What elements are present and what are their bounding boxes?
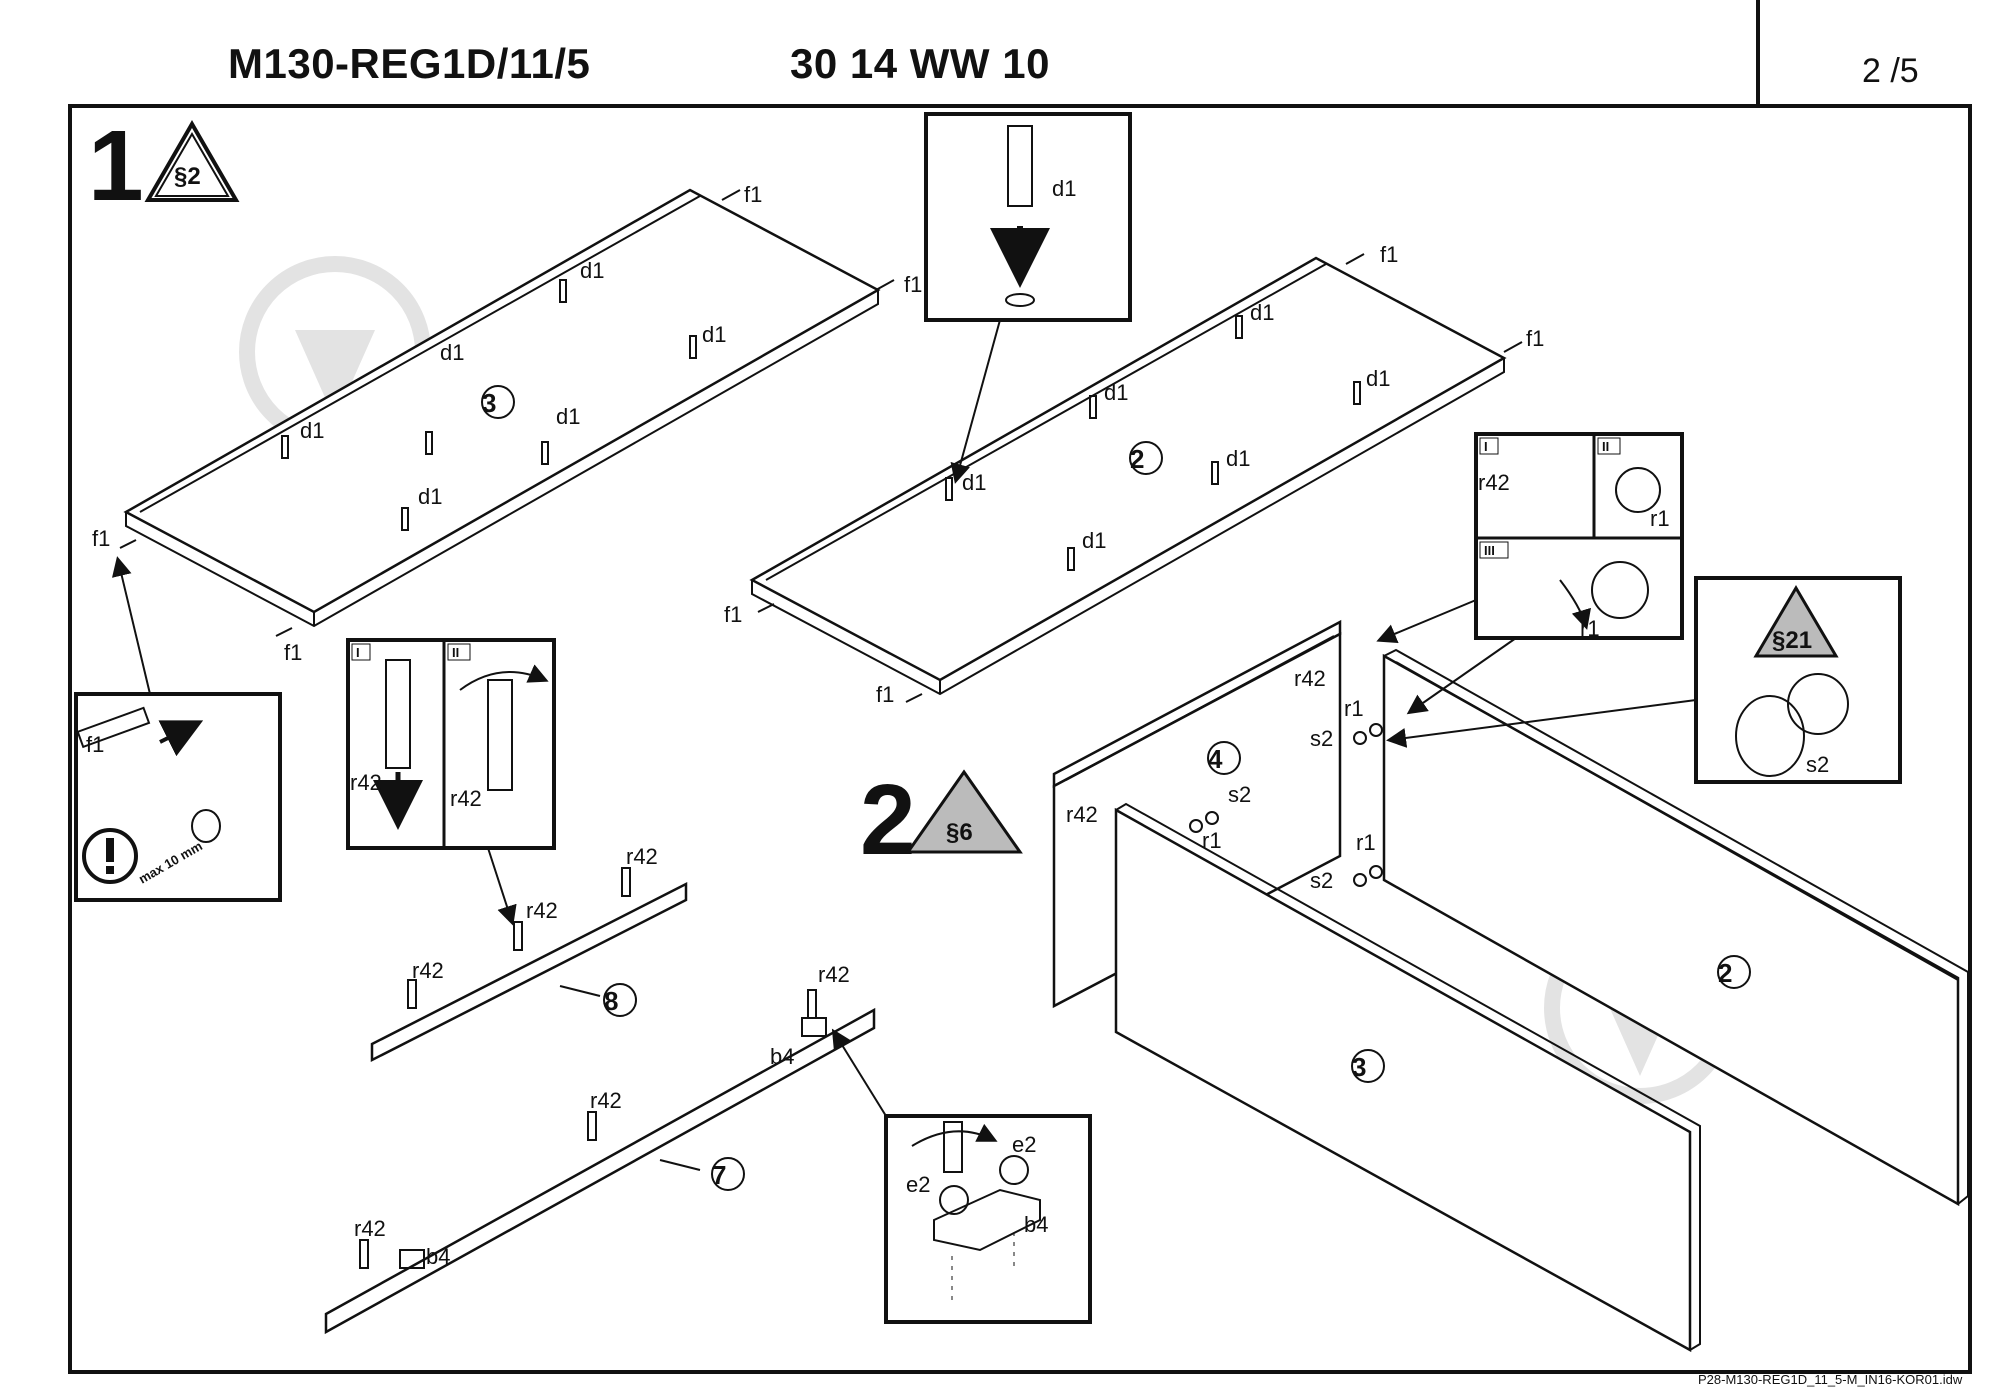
label-r42: r42 <box>450 786 482 811</box>
label-f1: f1 <box>724 602 742 627</box>
detail-box-r42 <box>346 638 556 850</box>
label-f1: f1 <box>1526 326 1544 351</box>
label-f1: f1 <box>1380 242 1398 267</box>
step-number: 1 <box>88 110 144 222</box>
label-s2: s2 <box>1310 726 1333 751</box>
label-s2: s2 <box>1228 782 1251 807</box>
label-e2: e2 <box>906 1172 930 1197</box>
label-b4: b4 <box>1024 1212 1048 1237</box>
label-d1: d1 <box>300 418 324 443</box>
part-number: 3 <box>482 388 496 418</box>
label-d1: d1 <box>440 340 464 365</box>
label-d1: d1 <box>1226 446 1250 471</box>
label-d1: d1 <box>580 258 604 283</box>
part-number: 2 <box>1718 958 1732 988</box>
label-r1: r1 <box>1356 830 1376 855</box>
label-b4: b4 <box>426 1244 450 1269</box>
label-s2: s2 <box>1806 752 1829 777</box>
svg-text:II: II <box>1602 439 1609 454</box>
exclamation-icon <box>82 828 138 884</box>
label-r42: r42 <box>590 1088 622 1113</box>
step-warning: §2 <box>174 163 201 190</box>
warning-triangle-icon <box>1753 585 1839 658</box>
label-d1: d1 <box>702 322 726 347</box>
label-s2: s2 <box>1310 868 1333 893</box>
main-frame <box>68 104 1972 1374</box>
label-r42: r42 <box>1066 802 1098 827</box>
part-number: 2 <box>1130 444 1144 474</box>
warning-triangle-icon <box>144 120 240 202</box>
label-r42: r42 <box>1294 666 1326 691</box>
label-f1: f1 <box>876 682 894 707</box>
detail-warning: §21 <box>1772 627 1812 654</box>
label-r42: r42 <box>350 770 382 795</box>
label-d1: d1 <box>418 484 442 509</box>
label-f1: f1 <box>284 640 302 665</box>
footer-filename: P28-M130-REG1D_11_5-M_IN16-KOR01.idw <box>1698 1372 1963 1387</box>
label-f1: f1 <box>904 272 922 297</box>
label-d1: d1 <box>1082 528 1106 553</box>
detail-box-d1 <box>924 112 1132 322</box>
part-number: 7 <box>712 1160 726 1190</box>
step-number: 2 <box>860 764 916 876</box>
label-d1: d1 <box>556 404 580 429</box>
svg-text:I: I <box>1484 439 1488 454</box>
label-d1: d1 <box>1366 366 1390 391</box>
label-f1: f1 <box>92 526 110 551</box>
dowel-pins <box>281 279 1361 571</box>
step-warning: §6 <box>946 819 973 846</box>
label-r42: r42 <box>354 1216 386 1241</box>
label-d1: d1 <box>962 470 986 495</box>
label-r1: r1 <box>1650 506 1670 531</box>
shelf-panel-3 <box>123 188 881 628</box>
label-r42: r42 <box>412 958 444 983</box>
label-r42: r42 <box>626 844 658 869</box>
svg-text:III: III <box>1484 543 1495 558</box>
part-number: 3 <box>1352 1052 1366 1082</box>
label-r1: r1 <box>1202 828 1222 853</box>
label-d1: d1 <box>1052 176 1076 201</box>
rail-7 <box>324 1007 876 1335</box>
label-e2: e2 <box>1012 1132 1036 1157</box>
rail-8 <box>370 881 688 1063</box>
label-r42: r42 <box>818 962 850 987</box>
label-b4: b4 <box>770 1044 794 1069</box>
drawing-code: M130-REG1D/11/5 <box>228 40 591 87</box>
label-d1: d1 <box>1250 300 1274 325</box>
detail-box-r1 <box>1474 432 1684 640</box>
page-number: 2 /5 <box>1862 52 1919 90</box>
label-r1: r1 <box>1580 616 1600 641</box>
detail-box-b4 <box>884 1114 1092 1324</box>
label-r42: r42 <box>526 898 558 923</box>
label-d1: d1 <box>1104 380 1128 405</box>
part-number: 8 <box>604 986 618 1016</box>
article-code: 30 14 WW 10 <box>790 40 1050 87</box>
svg-text:I: I <box>356 645 360 660</box>
svg-text:II: II <box>452 645 459 660</box>
shelf-panel-2 <box>749 256 1507 696</box>
label-r42: r42 <box>1478 470 1510 495</box>
warning-triangle-icon <box>905 769 1023 854</box>
label-r1: r1 <box>1344 696 1364 721</box>
part-number: 4 <box>1208 744 1223 774</box>
label-f1: f1 <box>744 182 762 207</box>
label-f1: f1 <box>86 732 104 757</box>
